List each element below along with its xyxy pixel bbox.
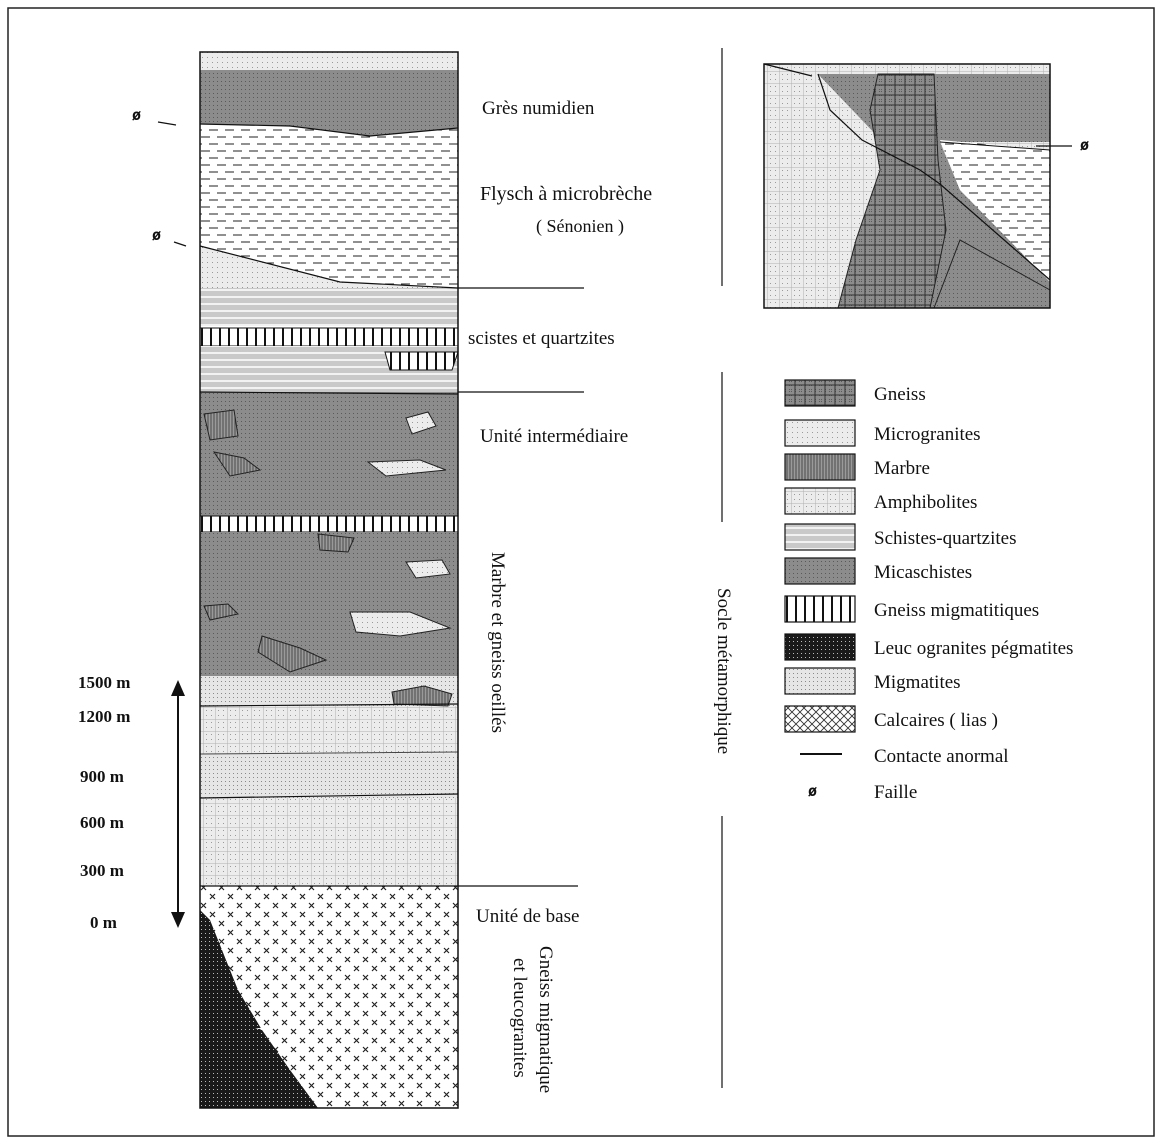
depth-label-1500: 1500 m	[78, 673, 130, 692]
legend-label-schistes: Schistes-quartzites	[874, 528, 1016, 549]
legend-label-gneiss: Gneiss	[874, 384, 926, 405]
contact-line-5	[199, 751, 459, 755]
layer-top-microgranite	[200, 52, 458, 70]
layer-gres-numidien	[200, 70, 458, 136]
layer-micaschistes-1	[200, 392, 458, 516]
depth-label-300: 300 m	[80, 861, 124, 880]
inset-fault-line	[817, 73, 1051, 281]
inset-contact-1	[933, 239, 1051, 309]
contact-gres-flysch	[199, 123, 459, 137]
legend-swatch-leucogranites	[784, 633, 856, 661]
depth-label-900: 900 m	[80, 767, 124, 786]
legend-label-amphibolites: Amphibolites	[874, 492, 977, 513]
legend-label-fault-symbol: Faille	[874, 782, 917, 803]
legend-label-micaschistes: Micaschistes	[874, 562, 972, 583]
legend-swatch-fault-symbol: ø	[808, 782, 817, 800]
fault-leader-1	[157, 121, 177, 126]
layer-microgranite-wedge	[200, 246, 458, 288]
legend-label-leucogranites: Leuc ogranites pégmatites	[874, 638, 1073, 659]
lens-gneiss-1	[203, 409, 239, 441]
legend-swatch-micaschistes	[784, 557, 856, 585]
legend-label-contact-line: Contacte anormal	[874, 746, 1009, 767]
layer-gneiss-migmatitique-1	[199, 327, 459, 347]
legend-label-gneiss-mig: Gneiss migmatitiques	[874, 600, 1039, 621]
inset-flysch	[940, 140, 1050, 282]
figure-frame	[7, 7, 1155, 1137]
legend: GneissMicrogranitesMarbreAmphibolitesSch…	[784, 379, 1073, 803]
layer-gneiss-migmatitique-2	[199, 515, 459, 533]
legend-swatch-calcaires	[784, 705, 856, 733]
inset-contact-2	[939, 141, 1051, 151]
layer-amphibolites-2	[200, 798, 458, 886]
lens-micro-1	[405, 411, 437, 435]
lens-gneiss-5	[257, 635, 328, 673]
legend-label-calcaires: Calcaires ( lias )	[874, 710, 998, 731]
contact-line-6	[199, 793, 459, 799]
depth-arrow-down	[171, 912, 185, 928]
label-marbre-gneiss: Marbre et gneiss oeillés	[487, 552, 508, 733]
lens-gneiss-6	[391, 685, 453, 707]
inset-outline	[763, 63, 1051, 309]
lens-micro-3	[405, 559, 451, 579]
fault-symbol-2: ø	[152, 226, 161, 244]
inset-fault-symbol: ø	[1080, 136, 1089, 154]
label-flysch: Flysch à microbrèche	[480, 183, 652, 205]
contact-line-3	[199, 391, 459, 395]
body-leucogranites-lower	[200, 1028, 318, 1108]
legend-label-migmatites: Migmatites	[874, 672, 961, 693]
label-gres-numidien: Grès numidien	[482, 98, 595, 119]
lens-gneiss-3	[317, 533, 355, 553]
label-leucogranites: et leucogranites	[509, 958, 530, 1078]
depth-arrow-up	[171, 680, 185, 696]
stratigraphic-column	[199, 51, 459, 1109]
depth-label-0: 0 m	[90, 913, 117, 932]
contact-line-4	[199, 703, 459, 707]
depth-label-1200: 1200 m	[78, 707, 130, 726]
label-unite-intermediaire: Unité intermédiaire	[480, 426, 628, 447]
contact-flysch-base	[199, 245, 459, 289]
lens-gneiss-4	[203, 603, 240, 621]
lens-micro-4	[349, 611, 452, 637]
legend-label-microgranites: Microgranites	[874, 424, 981, 445]
label-socle: Socle métamorphique	[713, 588, 734, 754]
depth-label-600: 600 m	[80, 813, 124, 832]
legend-swatch-migmatites	[784, 667, 856, 695]
layer-flysch	[200, 124, 458, 288]
legend-swatch-gneiss	[784, 379, 856, 407]
legend-swatch-marbre	[784, 453, 856, 481]
label-unite-base: Unité de base	[476, 906, 579, 927]
fault-leader-2	[173, 241, 187, 247]
inset-section	[763, 63, 1051, 309]
layer-micaschistes-2	[200, 532, 458, 676]
legend-swatch-microgranites	[784, 419, 856, 447]
legend-swatch-amphibolites	[784, 487, 856, 515]
label-gneiss-migmatique: Gneiss migmatique	[535, 946, 556, 1093]
lens-gneiss-2	[212, 451, 262, 477]
legend-label-marbre: Marbre	[874, 458, 930, 479]
layer-migmatites-2	[200, 754, 458, 798]
layer-amphibolites-1	[200, 706, 458, 754]
inset-fault-top	[763, 63, 813, 77]
legend-swatch-schistes	[784, 523, 856, 551]
label-senonien: ( Sénonien )	[536, 216, 624, 237]
lens-micro-2	[366, 459, 447, 477]
lens-gneiss-migmatitique	[384, 351, 459, 371]
legend-swatch-gneiss-mig	[784, 595, 856, 623]
layer-schistes-1	[200, 288, 458, 326]
column-outline	[199, 51, 459, 1109]
label-scistes: scistes et quartzites	[468, 328, 615, 349]
fault-symbol-1: ø	[132, 106, 141, 124]
